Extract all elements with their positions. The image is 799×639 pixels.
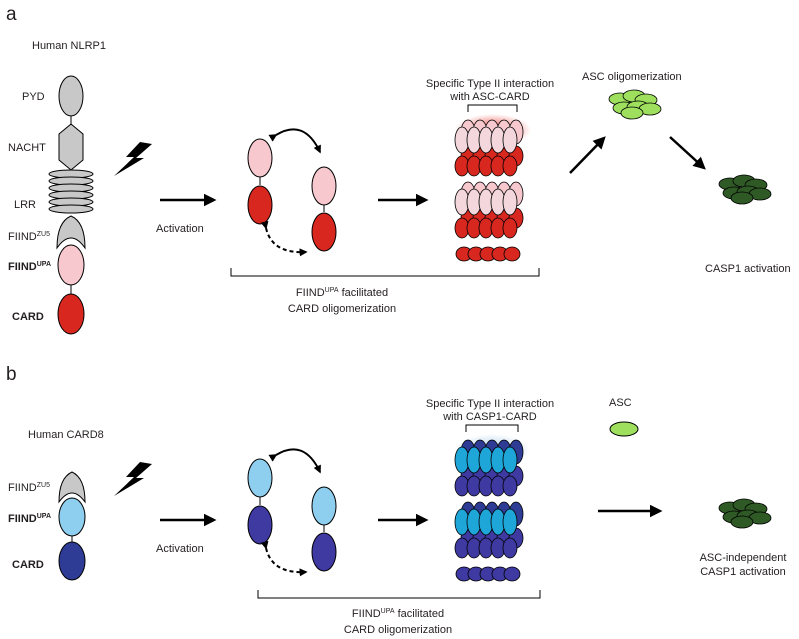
- card-domain: [58, 541, 86, 581]
- asc-oligomer: [608, 89, 662, 120]
- panel-a-letter: a: [6, 4, 17, 25]
- oligomer-subunit: [620, 106, 644, 120]
- casp1-line1: ASC-independent: [700, 552, 787, 564]
- nlrp1-card-filament: [454, 119, 524, 262]
- filament-subunit: [503, 246, 521, 262]
- interaction-bracket: [465, 424, 519, 432]
- activation-label: Activation: [156, 223, 204, 235]
- card-interaction-arrow: [260, 540, 308, 577]
- fiind-zu5-domain: [58, 471, 86, 504]
- activated-monomers: [247, 458, 337, 572]
- fiind-upa-domain: [58, 497, 86, 537]
- bracket-line2: CARD oligomerization: [288, 303, 396, 315]
- casp1-arrow: [669, 136, 706, 170]
- asc-oligomerization-label: ASC oligomerization: [582, 71, 682, 83]
- asc-monomer: [609, 421, 639, 437]
- lrr-label: LRR: [14, 199, 36, 211]
- filament-subunit: [502, 537, 518, 559]
- asc-arrow: [569, 136, 606, 174]
- oligomer-subunit: [730, 515, 754, 529]
- panel-b: b Human CARD8 FIINDZU5 FIINDUPA CARD Act…: [6, 364, 786, 636]
- interaction-line2: with ASC-CARD: [449, 91, 530, 103]
- filament-subunit: [502, 188, 518, 216]
- fiind-upa-domain: [57, 244, 85, 286]
- oligomerization-bracket: [257, 590, 541, 599]
- upa-interaction-arrow: [268, 128, 321, 154]
- filament-subunit: [502, 475, 518, 497]
- nacht-label: NACHT: [8, 142, 46, 154]
- panel-a: a Human NLRP1 PYD NACHT LRR FIINDZU5 FII…: [6, 4, 791, 335]
- casp1-line2: CASP1 activation: [700, 566, 786, 578]
- casp1-activation-label: CASP1 activation: [705, 263, 791, 275]
- upa-interaction-arrow: [268, 448, 321, 474]
- fiind-zu5-label: FIINDZU5: [8, 231, 50, 243]
- casp1-oligomer: [718, 174, 772, 205]
- lrr-domain: [48, 169, 94, 214]
- card-interaction-arrow: [260, 220, 308, 257]
- card8-protein: [58, 471, 86, 581]
- pyd-domain: [58, 75, 84, 117]
- filament-subunit: [502, 155, 518, 177]
- pyd-label: PYD: [22, 91, 45, 103]
- asc-label: ASC: [609, 397, 632, 409]
- filament-subunit: [502, 217, 518, 239]
- nacht-domain: [58, 123, 84, 171]
- bracket-line1: FIINDUPA facilitated: [352, 608, 444, 620]
- lightning-bolt-icon: [114, 462, 152, 496]
- activation-label: Activation: [156, 543, 204, 555]
- card-domain: [57, 293, 85, 335]
- nlrp1-title: Human NLRP1: [32, 40, 106, 52]
- bracket-line1: FIINDUPA facilitated: [296, 287, 388, 299]
- filament-subunit: [502, 508, 518, 536]
- interaction-line1: Specific Type II interaction: [426, 398, 554, 410]
- card-label: CARD: [12, 311, 44, 323]
- card8-title: Human CARD8: [28, 429, 104, 441]
- card8-card-filament: [454, 439, 524, 582]
- fiind-zu5-label: FIINDZU5: [8, 482, 50, 494]
- card-label: CARD: [12, 559, 44, 571]
- filament-subunit: [503, 566, 521, 582]
- panel-b-letter: b: [6, 364, 17, 385]
- filament-subunit: [502, 126, 518, 154]
- fiind-zu5-domain: [56, 215, 86, 250]
- bracket-line2: CARD oligomerization: [344, 624, 452, 636]
- interaction-bracket: [467, 104, 518, 112]
- filament-subunit: [502, 446, 518, 474]
- fiind-upa-label: FIINDUPA: [8, 513, 51, 525]
- nlrp1-protein: [48, 75, 94, 335]
- oligomer-subunit: [730, 191, 754, 205]
- oligomerization-bracket: [230, 268, 540, 277]
- casp1-oligomer: [718, 498, 772, 529]
- interaction-line2: with CASP1-CARD: [442, 411, 537, 423]
- interaction-line1: Specific Type II interaction: [426, 78, 554, 90]
- lightning-bolt-icon: [114, 142, 152, 176]
- fiind-upa-label: FIINDUPA: [8, 261, 51, 273]
- activated-monomers: [247, 138, 337, 252]
